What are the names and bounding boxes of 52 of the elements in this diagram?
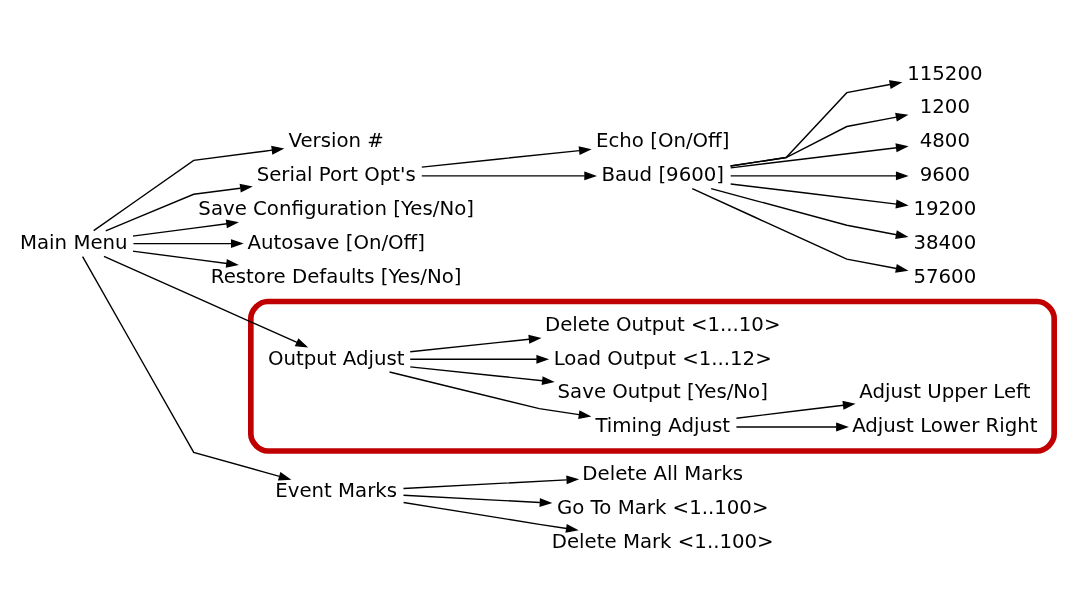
node-text: 4800 [919,128,970,152]
arrow [421,170,597,180]
arrow [402,474,580,489]
node-text: Adjust Lower Right [852,413,1038,437]
node-text: Delete Mark <1..100> [551,529,774,553]
arrow [402,501,579,533]
node-text: Event Marks [275,478,398,502]
node-text: Go To Mark <1..100> [556,495,769,519]
node-text: Adjust Upper Left [859,379,1031,403]
arrow [132,250,239,268]
node-text: 19200 [913,196,977,220]
arrow [409,334,542,352]
arrow [729,170,909,180]
node-text: Load Output <1...12> [553,346,772,369]
arrow [729,112,909,167]
node-text: Echo [On/Off] [596,128,730,152]
node-text: Autosave [On/Off] [247,230,425,254]
node-text: Save Configuration [Yes/No] [198,196,474,220]
node-text: Output Adjust [267,346,405,369]
node-text: 1200 [919,94,970,118]
arrow [729,182,909,208]
arrow [81,255,292,481]
node-text: Serial Port Opt's [256,162,416,186]
arrow [735,422,849,431]
arrow [735,400,856,419]
node-text: Delete All Marks [582,461,744,485]
arrow [710,187,909,239]
node-text: Save Output [Yes/No] [557,379,768,403]
arrow [93,145,285,231]
node-text: Main Menu [20,230,128,254]
node-text: 38400 [913,230,977,254]
node-text: Timing Adjust [595,413,731,437]
arrow [729,142,909,169]
arrow [691,187,909,273]
node-text: 57600 [913,264,977,288]
cluster [248,298,1057,454]
arrow [729,79,903,167]
arrow [105,183,253,232]
arrow [132,218,239,237]
node-text: Restore Defaults [Yes/No] [210,264,462,288]
node-text: 9600 [919,162,970,186]
node-text: 115200 [907,61,983,85]
arrow [402,494,553,507]
arrow [132,238,244,248]
arrow [409,354,550,364]
arrow [388,370,592,419]
arrow [103,255,309,347]
node-text: Baud [9600] [601,162,724,186]
node-text: Delete Output <1...10> [544,312,781,336]
arrow [409,365,555,385]
arrow [421,145,592,168]
node-text: Version # [288,128,384,152]
